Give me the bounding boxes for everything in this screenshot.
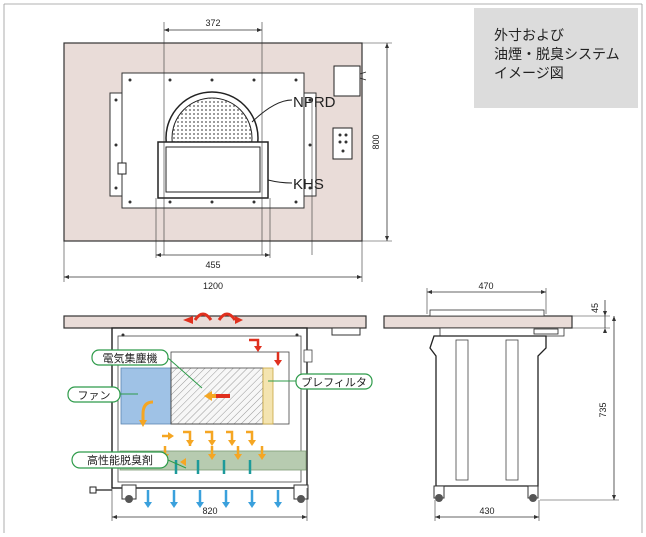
caption-line-1: 外寸および: [494, 28, 564, 44]
dim-820: 820: [202, 506, 217, 516]
callout-precipitator: [91, 349, 169, 366]
caption-line-2: 油煙・脱臭システム: [494, 47, 620, 63]
side-view: 470 45 735 430: [383, 281, 619, 521]
caption-line-3: イメージ図: [494, 66, 564, 82]
label-khs: KHS: [293, 176, 324, 193]
dim-45: 45: [590, 303, 600, 313]
top-view: 372 800 455 1200 NPRD: [63, 18, 392, 291]
label-deodorant: 高性能脱臭剤: [87, 453, 153, 467]
dim-470: 470: [478, 281, 493, 291]
label-precipitator: 電気集塵機: [103, 351, 158, 365]
exhaust-arrows-blue: [146, 490, 280, 502]
top-view-screws: [114, 78, 312, 204]
label-fan: ファン: [78, 389, 111, 402]
intake-arrow-1: [193, 312, 213, 321]
side-view-tabletop: [383, 315, 573, 329]
top-view-side-box: [333, 65, 361, 97]
intake-arrow-2: [217, 312, 237, 321]
label-nprd: NPRD: [293, 94, 336, 111]
dim-800: 800: [371, 134, 381, 149]
dim-735: 735: [598, 402, 608, 417]
dim-372: 372: [205, 18, 220, 28]
dim-1200: 1200: [203, 281, 223, 291]
top-view-left-knob: [117, 162, 127, 175]
fan-arrow: [141, 400, 154, 420]
dim-430: 430: [479, 506, 494, 516]
airflow-arrows-teal: [174, 460, 252, 474]
front-view-tabletop: [63, 315, 367, 329]
front-view: 電気集塵機 プレフィルタ ファン 高性能脱臭剤 820: [63, 312, 373, 521]
top-view-control-panel: [332, 127, 353, 160]
label-prefilter: プレフィルタ: [301, 376, 367, 389]
caption-box: 外寸および 油煙・脱臭システム イメージ図: [474, 8, 638, 108]
khs-hood-inner: [165, 146, 261, 193]
fan-block: [120, 367, 172, 425]
dim-455: 455: [205, 260, 220, 270]
side-view-body: [429, 335, 547, 487]
prefilter-block: [262, 367, 274, 425]
